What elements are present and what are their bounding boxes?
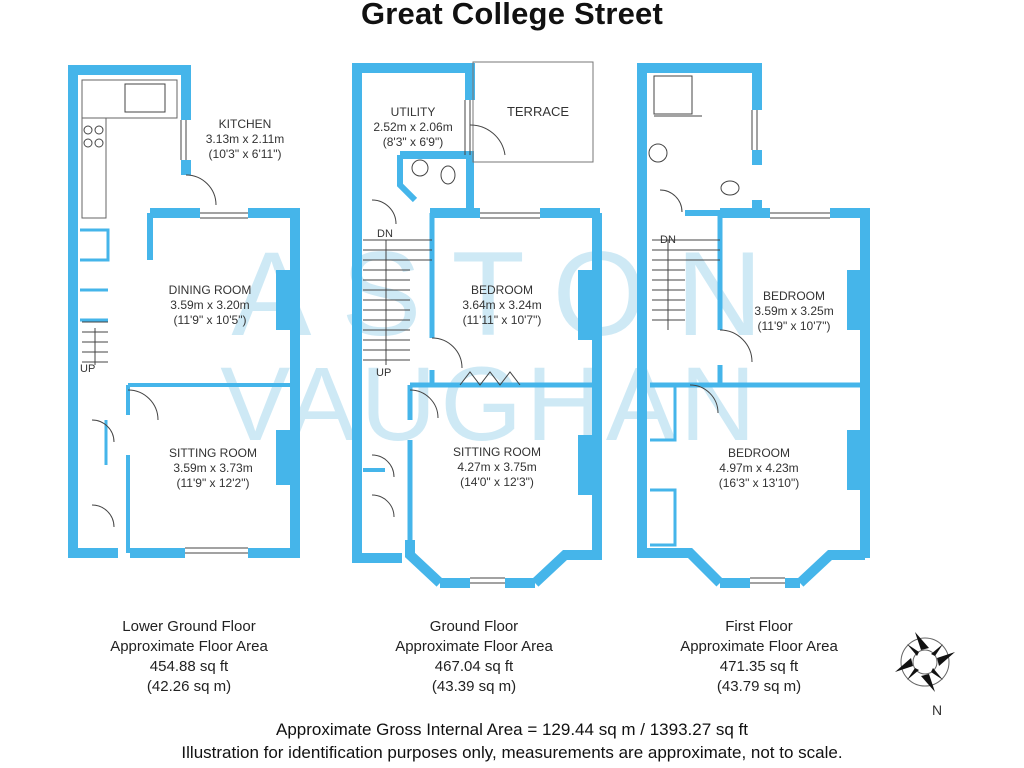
floor-area-sqm: (43.39 sq m) [431,678,517,695]
room-name: KITCHEN [218,117,272,131]
lower-ground-floor-details [82,83,248,554]
floor-name: Lower Ground Floor [122,618,256,635]
watermark-text-bottom: VAUGHAN [220,346,759,463]
room-name: SITTING ROOM [169,446,257,460]
room-metric: 3.59m x 3.73m [173,461,253,475]
first-floor-plan [637,63,870,588]
room-metric: 2.52m x 2.06m [373,120,453,134]
floor-caption-ground: Ground Floor Approximate Floor Area 467.… [395,617,553,697]
floor-name: Ground Floor [429,618,519,635]
room-metric: 3.64m x 3.24m [462,298,542,312]
floor-caption-lower-ground: Lower Ground Floor Approximate Floor Are… [110,617,268,697]
floor-area-label: Approximate Floor Area [680,638,838,655]
compass-north-label: N [932,702,943,718]
room-label-bedroom-gf: BEDROOM 3.64m x 3.24m (11'11" x 10'7") [462,283,541,328]
room-name: BEDROOM [762,289,825,303]
floor-name: First Floor [725,618,793,635]
room-imperial: (16'3" x 13'10") [718,476,800,490]
ground-floor-details [363,61,594,584]
floor-area-label: Approximate Floor Area [395,638,553,655]
floor-area-sqm: (42.26 sq m) [146,678,232,695]
room-name: BEDROOM [470,283,533,297]
room-name: UTILITY [390,105,436,119]
gross-internal-area: Approximate Gross Internal Area = 129.44… [275,720,748,739]
floor-area-sqft: 471.35 sq ft [719,658,799,675]
disclaimer: Illustration for identification purposes… [181,743,843,762]
room-metric: 3.59m x 3.20m [170,298,250,312]
floor-area-sqft: 454.88 sq ft [149,658,229,675]
room-metric: 3.59m x 3.25m [754,304,834,318]
room-name: DINING ROOM [168,283,252,297]
room-imperial: (10'3" x 6'11") [208,147,282,161]
stairs-down-label: DN [377,228,393,240]
floor-area-sqft: 467.04 sq ft [434,658,514,675]
room-metric: 3.13m x 2.11m [205,132,285,146]
room-name: SITTING ROOM [453,445,541,459]
room-label-bedroom-ff-front: BEDROOM 4.97m x 4.23m (16'3" x 13'10") [719,446,799,491]
floor-area-label: Approximate Floor Area [110,638,268,655]
first-floor-details [648,75,830,584]
watermark-logo: ASTON VAUGHAN [220,227,792,463]
page-title: Great College Street [360,0,664,31]
room-label-sitting-room-gf: SITTING ROOM 4.27m x 3.75m (14'0" x 12'3… [453,445,541,490]
room-imperial: (11'9" x 12'2") [176,476,250,490]
room-metric: 4.97m x 4.23m [719,461,799,475]
stairs-down-label: DN [660,234,676,246]
room-metric: 4.27m x 3.75m [457,460,537,474]
room-label-dining-room: DINING ROOM 3.59m x 3.20m (11'9" x 10'5"… [169,283,252,328]
room-imperial: (8'3" x 6'9") [382,135,444,149]
stairs-up-label: UP [376,367,392,379]
room-name: BEDROOM [727,446,791,460]
watermark-text-top: ASTON [231,227,792,361]
floor-caption-first: First Floor Approximate Floor Area 471.3… [680,617,838,697]
room-label-sitting-room-lgf: SITTING ROOM 3.59m x 3.73m (11'9" x 12'2… [169,446,257,491]
room-label-utility: UTILITY 2.52m x 2.06m (8'3" x 6'9") [373,105,452,150]
room-label-bedroom-ff-rear: BEDROOM 3.59m x 3.25m (11'9" x 10'7") [754,289,833,334]
room-imperial: (11'9" x 10'5") [173,313,247,327]
room-imperial: (14'0" x 12'3") [460,475,534,489]
floor-area-sqm: (43.79 sq m) [716,678,802,695]
lower-ground-floor-plan [68,65,300,558]
room-imperial: (11'11" x 10'7") [462,313,542,327]
stairs-up-label: UP [80,363,96,375]
compass-rose-icon [895,632,955,692]
terrace-label: TERRACE [506,104,570,119]
room-imperial: (11'9" x 10'7") [757,319,831,333]
room-label-kitchen: KITCHEN 3.13m x 2.11m (10'3" x 6'11") [206,117,284,162]
